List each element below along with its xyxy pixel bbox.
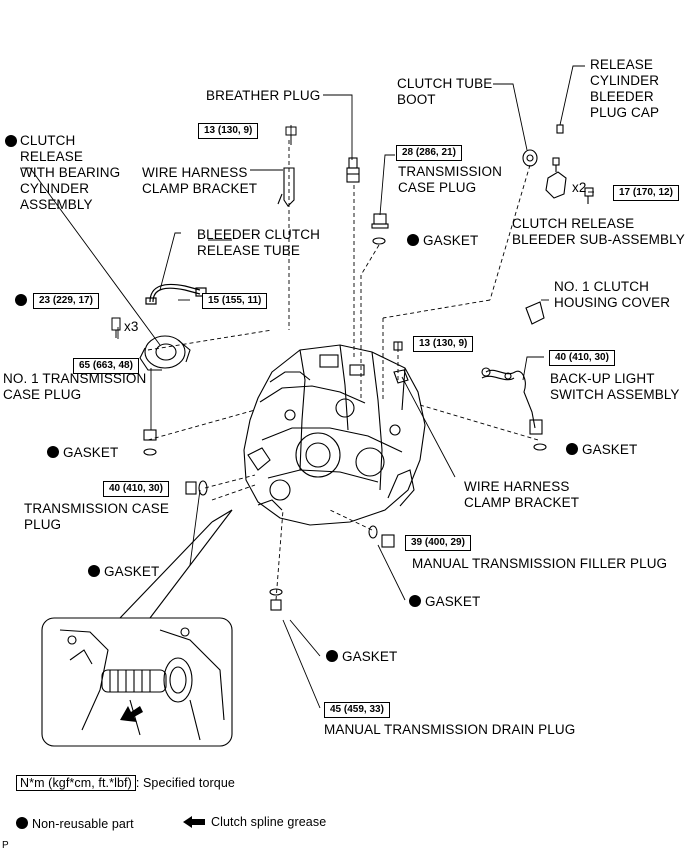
nonreusable-dot-icon (409, 595, 421, 607)
trans-case-plug-top-part (371, 213, 389, 245)
legend-nonreusable: Non-reusable part (16, 816, 134, 832)
legend-grease-arrow-icon (183, 816, 205, 828)
drain-plug-part (269, 588, 283, 611)
torque-no1-case-plug: 65 (663, 48) (73, 358, 139, 374)
wire-bracket-right-part (393, 341, 409, 384)
label-gasket-filler: GASKET (409, 594, 480, 610)
clutch-release-cylinder-part (139, 335, 191, 371)
label-drain-plug: MANUAL TRANSMISSION DRAIN PLUG (324, 722, 576, 737)
label-gasket-left: GASKET (88, 564, 159, 580)
label-gasket-switch: GASKET (566, 442, 637, 458)
torque-drain-plug: 45 (459, 33) (324, 702, 390, 718)
nonreusable-dot-icon (16, 817, 28, 829)
nonreusable-dot-icon (15, 294, 27, 306)
bleeder-subassembly-part (545, 157, 594, 204)
clutch-tube-boot-part (522, 149, 538, 167)
trans-case-plug-left-part (185, 480, 208, 496)
label-gasket-drain: GASKET (326, 649, 397, 665)
label-x2: x2 (572, 180, 587, 195)
spline-grease-inset (41, 509, 233, 747)
backup-switch-part (481, 367, 547, 451)
page-mark: P (2, 840, 9, 851)
housing-cover-part (525, 301, 545, 325)
torque-trans-case-plug-left: 40 (410, 30) (103, 481, 169, 497)
nonreusable-dot-icon (407, 234, 419, 246)
torque-breather-bolt: 13 (130, 9) (198, 123, 259, 139)
breather-plug-part (346, 157, 360, 183)
torque-bleeder-bolt: 17 (170, 12) (613, 185, 679, 201)
torque-filler-plug: 39 (400, 29) (405, 535, 471, 551)
transmission-housing (243, 344, 426, 526)
torque-backup-switch: 40 (410, 30) (549, 350, 615, 366)
bolt-part-13-top (285, 126, 297, 145)
nonreusable-dot-icon (47, 446, 59, 458)
label-breather-plug: BREATHER PLUG (206, 88, 321, 103)
label-filler-plug: MANUAL TRANSMISSION FILLER PLUG (412, 556, 668, 571)
assembly-dashed-lines (147, 140, 539, 601)
torque-bracket-right: 13 (130, 9) (413, 336, 474, 352)
label-x3: x3 (124, 319, 139, 334)
filler-plug-part (368, 525, 395, 548)
nonreusable-dot-icon (326, 650, 338, 662)
bleeder-plug-cap-part (556, 124, 564, 134)
wire-bracket-top-part (277, 167, 295, 207)
grease-arrow-icon (120, 706, 143, 722)
torque-bleeder-tube: 15 (155, 11) (202, 293, 268, 309)
torque-trans-case-plug-top: 28 (286, 21) (396, 145, 462, 161)
no1-case-plug-part (143, 429, 157, 456)
label-gasket-top: GASKET (407, 233, 478, 249)
legend-grease: Clutch spline grease (211, 815, 327, 829)
torque-release-cylinder-bolt: 23 (229, 17) (33, 293, 99, 309)
bleeder-tube-part (145, 283, 207, 305)
nonreusable-dot-icon (566, 443, 578, 455)
nonreusable-dot-icon (5, 135, 17, 147)
bolt-part-x3 (111, 317, 121, 338)
legend-torque: N*m (kgf*cm, ft.*lbf): Specified torque (16, 775, 235, 791)
label-gasket-no1: GASKET (47, 445, 118, 461)
leader-lines (22, 65, 594, 709)
nonreusable-dot-icon (88, 565, 100, 577)
